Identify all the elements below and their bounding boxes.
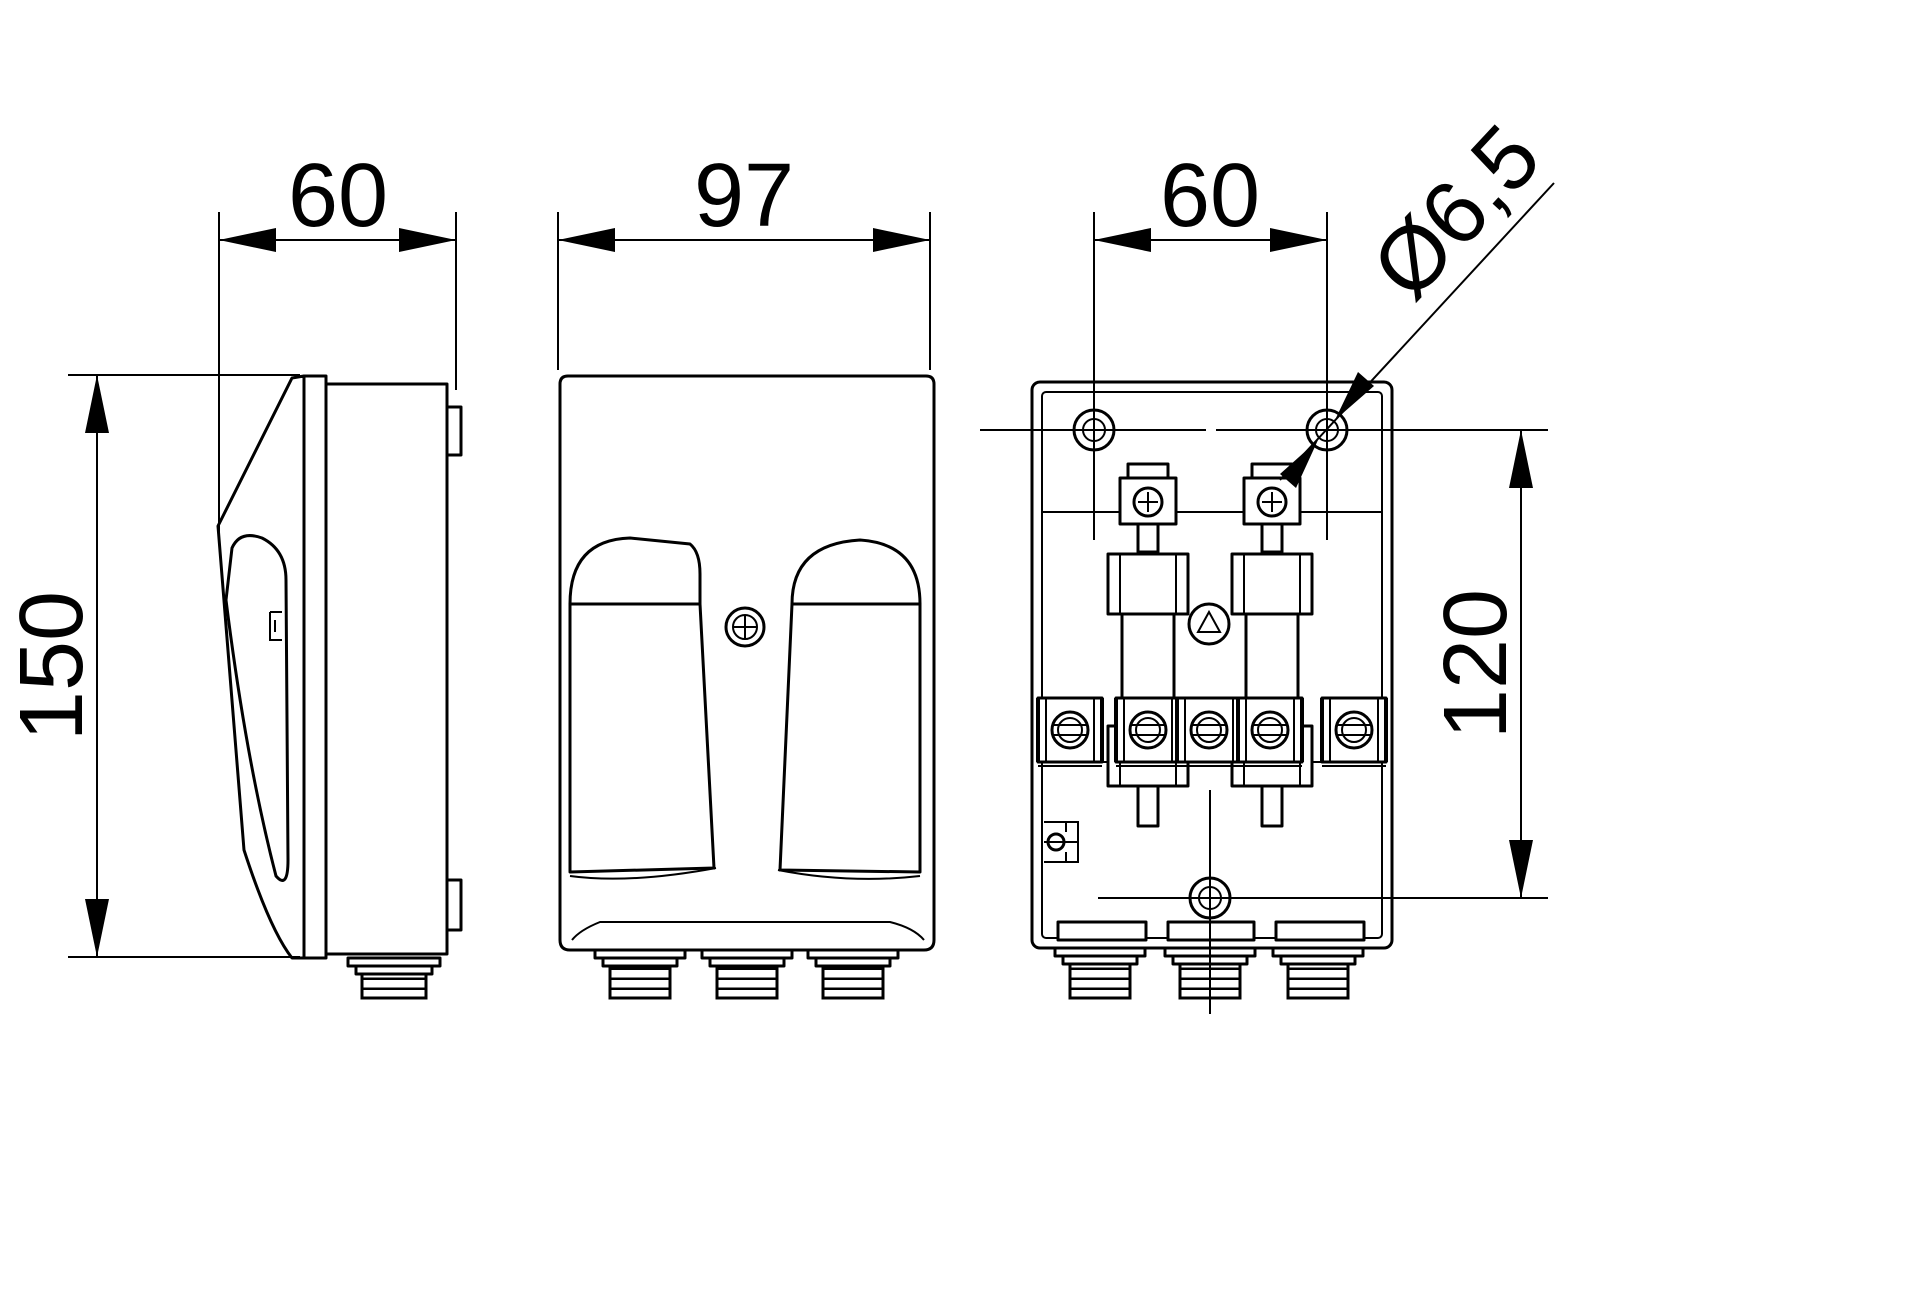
- rear-cable-gland-1: [1053, 946, 1147, 1000]
- rear-view: [980, 380, 1548, 1014]
- dimension-side-depth: 60: [218, 146, 457, 540]
- side-lid-flange: [302, 374, 328, 960]
- side-view: [216, 374, 463, 1000]
- rear-cable-gland-3: [1271, 946, 1365, 1000]
- label-side-depth: 60: [288, 146, 388, 246]
- front-cable-gland-3: [806, 948, 900, 1000]
- warning-triangle-icon: [1187, 602, 1231, 646]
- front-view: [558, 374, 936, 1000]
- earth-bracket-icon: [1044, 821, 1079, 863]
- front-cable-gland-1: [593, 948, 687, 1000]
- rear-body-outer: [1030, 380, 1394, 950]
- front-right-window: [778, 602, 922, 874]
- dimension-overall-height: 150: [2, 374, 300, 958]
- terminal-5: [1320, 696, 1388, 768]
- side-body: [323, 382, 449, 956]
- dimension-front-width: 97: [557, 146, 931, 370]
- side-lid-profile: [216, 374, 306, 960]
- side-hinge: [269, 611, 282, 641]
- front-right-window-top: [790, 538, 922, 606]
- label-hole-vertical: 120: [1426, 589, 1526, 739]
- side-bottom-lug: [445, 878, 463, 932]
- front-left-window: [568, 602, 716, 874]
- side-window: [224, 534, 290, 882]
- side-cable-gland: [360, 972, 428, 1000]
- side-top-lug: [445, 405, 463, 457]
- dimension-hole-spacing: 60: [1093, 146, 1328, 540]
- label-front-width: 97: [694, 146, 794, 246]
- label-hole-diameter: Ø6,5: [1353, 107, 1559, 318]
- front-cable-gland-2: [700, 948, 794, 1000]
- terminal-2: [1114, 696, 1182, 768]
- knockout-1: [1056, 920, 1148, 942]
- terminal-4: [1236, 696, 1304, 768]
- label-hole-spacing: 60: [1160, 146, 1260, 246]
- terminal-3: [1175, 696, 1243, 768]
- front-left-window-top: [568, 536, 702, 606]
- dimension-hole-vertical: 120: [1426, 430, 1533, 898]
- front-base-line: [571, 921, 925, 941]
- terminal-1: [1036, 696, 1104, 768]
- knockout-3: [1274, 920, 1366, 942]
- label-overall-height: 150: [2, 591, 102, 741]
